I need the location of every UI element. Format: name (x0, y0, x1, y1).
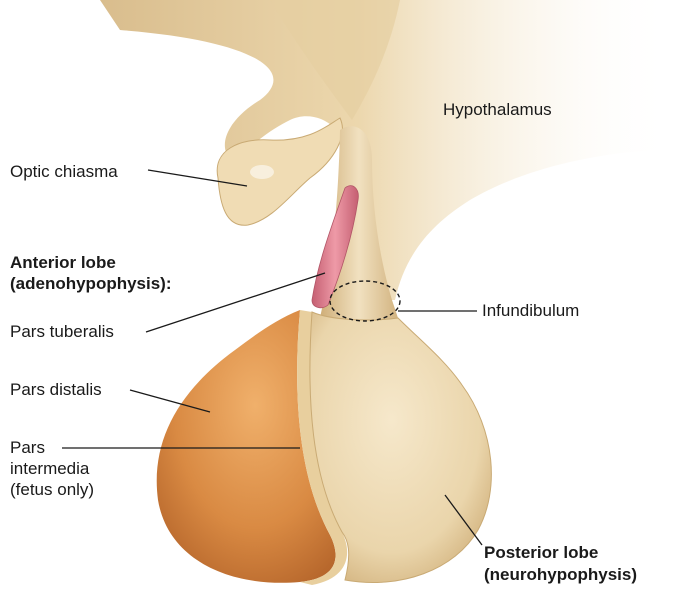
label-anterior-lobe-line1: Anterior lobe (10, 253, 116, 273)
label-optic-chiasma: Optic chiasma (10, 162, 118, 182)
label-posterior-lobe-line1: Posterior lobe (484, 543, 598, 563)
label-infundibulum: Infundibulum (482, 301, 579, 321)
label-pars-distalis: Pars distalis (10, 380, 102, 400)
label-pars-intermedia-line2: intermedia (10, 459, 89, 479)
label-posterior-lobe-line2: (neurohypophysis) (484, 565, 637, 585)
label-pars-intermedia-line3: (fetus only) (10, 480, 94, 500)
label-hypothalamus: Hypothalamus (443, 100, 552, 120)
label-pars-intermedia-line1: Pars (10, 438, 45, 458)
label-anterior-lobe-line2: (adenohypophysis): (10, 274, 172, 294)
label-pars-tuberalis: Pars tuberalis (10, 322, 114, 342)
